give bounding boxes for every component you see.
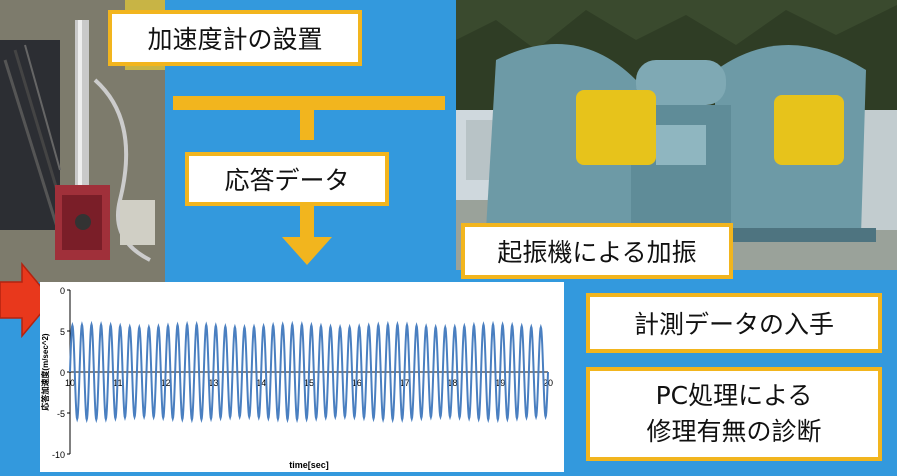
exciter-label: 起振機による加振 bbox=[461, 223, 733, 279]
y-tick-label: -10 bbox=[52, 450, 65, 460]
y-tick-label: 0 bbox=[60, 286, 65, 296]
y-tick-label: 5 bbox=[60, 327, 65, 337]
x-axis-label: time[sec] bbox=[289, 460, 329, 470]
y-tick-label: 0 bbox=[60, 368, 65, 378]
right-arrow-icon bbox=[0, 262, 53, 339]
pc-diagnosis-label: PC処理による 修理有無の診断 bbox=[586, 367, 882, 461]
y-axis-label: 応答加速度(m/sec^2) bbox=[40, 333, 50, 410]
response-label: 応答データ bbox=[185, 152, 389, 206]
series-line bbox=[69, 320, 549, 424]
install-label: 加速度計の設置 bbox=[108, 10, 362, 66]
acquire-label: 計測データの入手 bbox=[586, 293, 882, 353]
y-tick-label: -5 bbox=[57, 409, 65, 419]
pc-diagnosis-line-1: PC処理による bbox=[655, 381, 813, 410]
pc-diagnosis-line-2: 修理有無の診断 bbox=[646, 417, 822, 446]
x-tick-label: 10 bbox=[65, 378, 75, 388]
